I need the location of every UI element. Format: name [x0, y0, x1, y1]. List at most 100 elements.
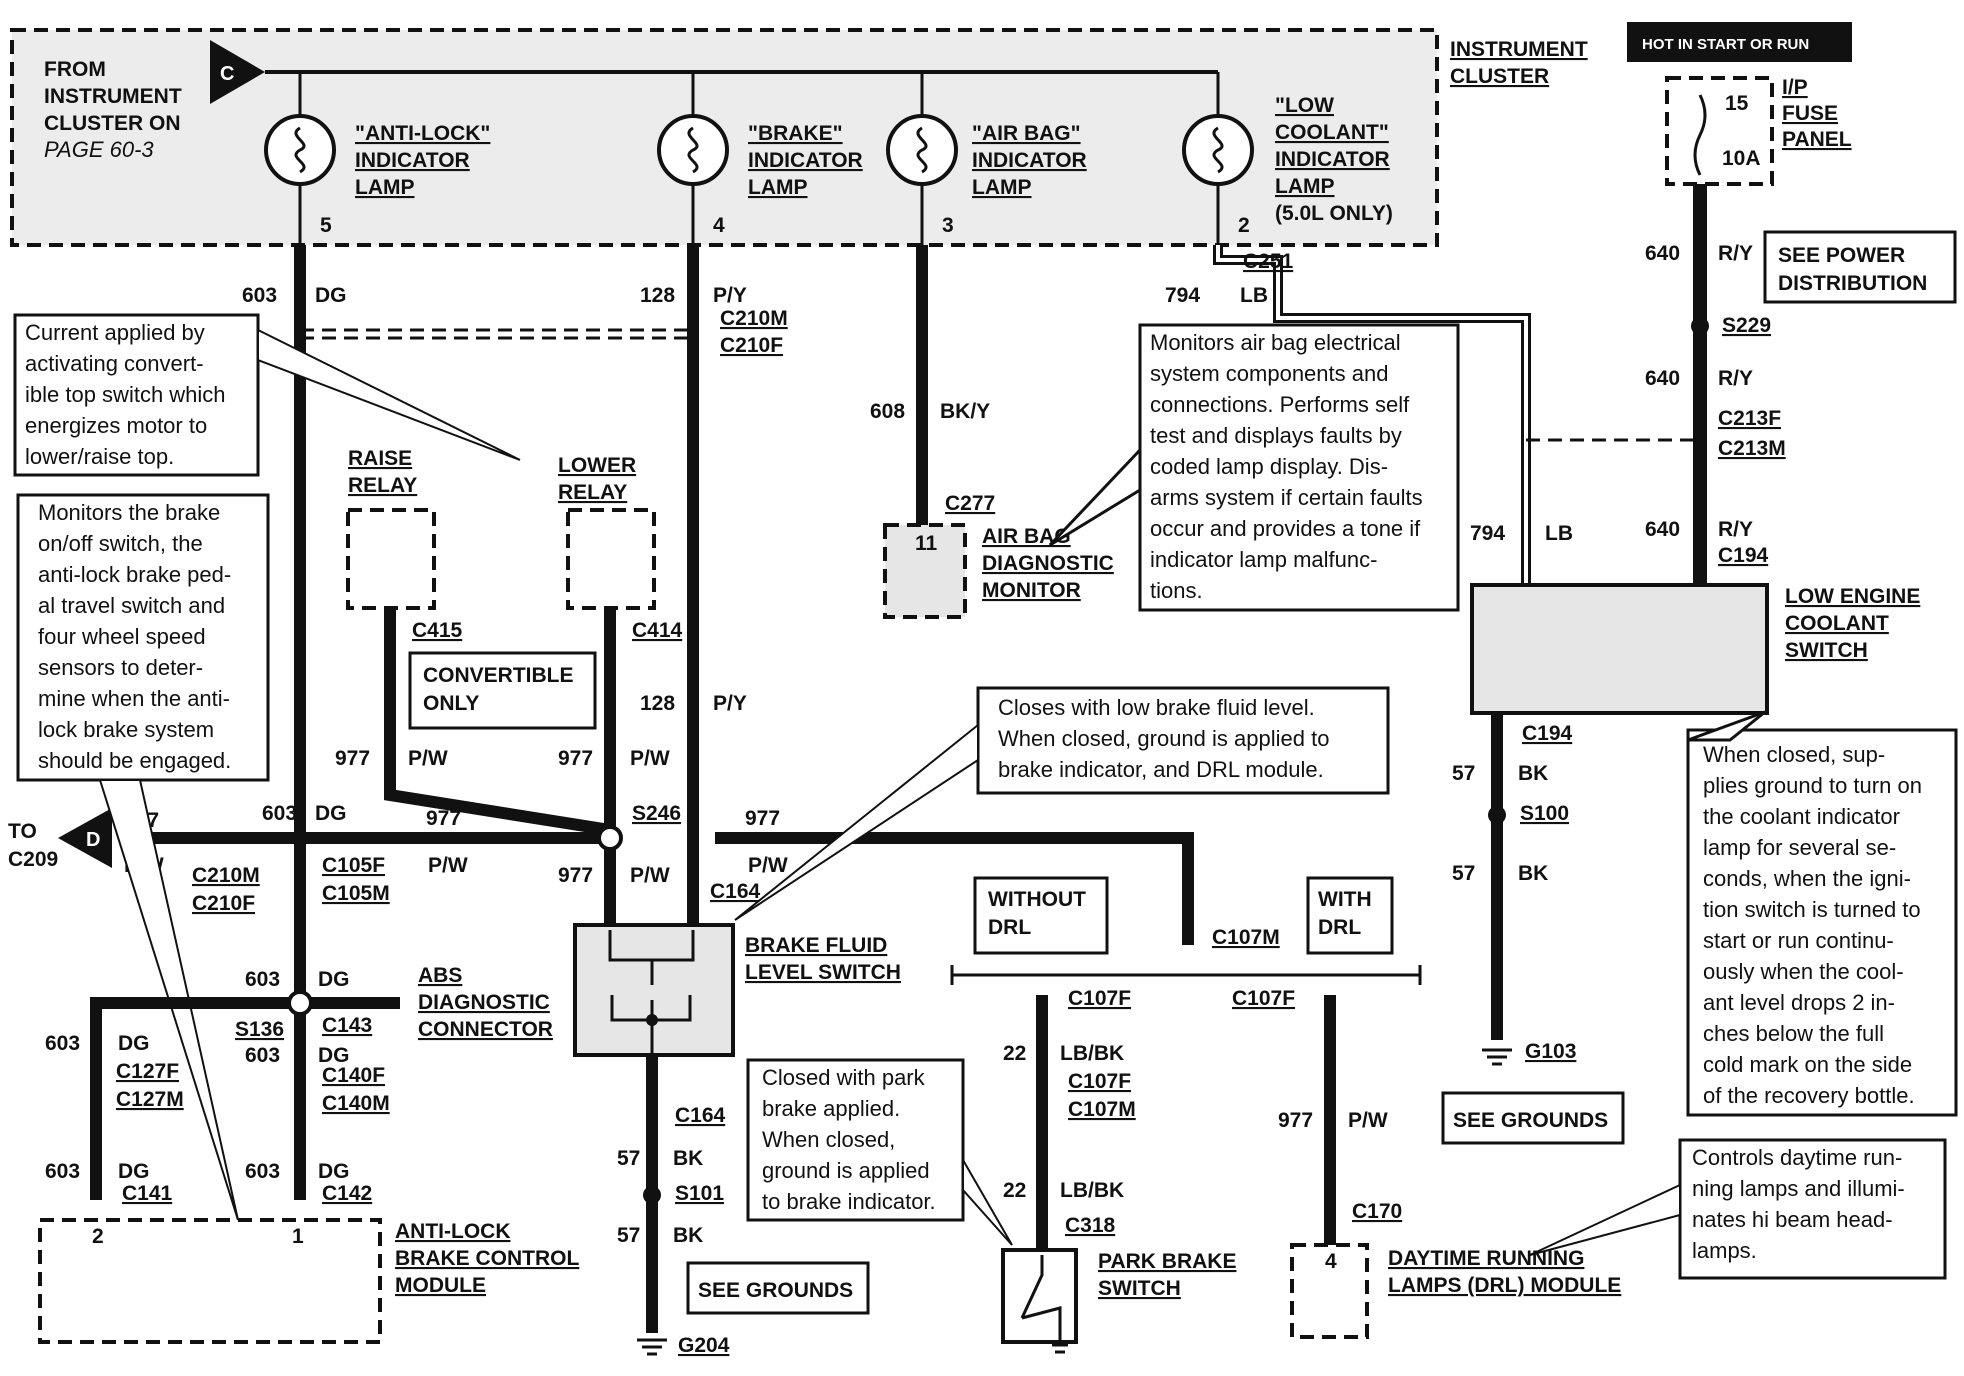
w977-bus-label: 977	[426, 807, 461, 830]
svg-text:should be engaged.: should be engaged.	[38, 748, 231, 773]
hot-in-start-box	[1627, 22, 1852, 62]
c213f-label: C213F	[1718, 407, 1781, 430]
c140f-label: C140F	[322, 1064, 385, 1087]
c194-bottom-label: C194	[1522, 722, 1573, 745]
svg-text:system components and: system components and	[1150, 361, 1388, 386]
svg-text:nates hi beam head-: nates hi beam head-	[1692, 1207, 1893, 1232]
svg-text:LAMP: LAMP	[748, 176, 808, 199]
air-bag-monitor-label-3: MONITOR	[982, 579, 1081, 602]
see-power-line-1: SEE POWER	[1778, 244, 1905, 267]
svg-text:test and displays faults by: test and displays faults by	[1150, 423, 1402, 448]
air-bag-pin: 11	[915, 532, 938, 555]
c127m-label: C127M	[116, 1088, 184, 1111]
lower-relay-label-1: LOWER	[558, 454, 636, 477]
abs-note-box	[16, 493, 270, 782]
c107f-drl-label: C107F	[1232, 987, 1295, 1010]
svg-text:cold mark on the side: cold mark on the side	[1703, 1052, 1912, 1077]
air-bag-monitor-label-1: AIR BAG	[982, 525, 1071, 548]
abs-pin-2: 2	[92, 1225, 104, 1248]
svg-text:energizes motor to: energizes motor to	[25, 413, 207, 438]
svg-text:Current applied by: Current applied by	[25, 320, 205, 345]
from-line-2: INSTRUMENT	[44, 85, 182, 108]
c107f-label-1: C107F	[1068, 987, 1131, 1010]
g103-label: G103	[1525, 1040, 1576, 1063]
svg-text:plies ground to turn on: plies ground to turn on	[1703, 773, 1922, 798]
w977-lower-label: 977	[558, 747, 593, 770]
fuse-panel-label-3: PANEL	[1782, 128, 1852, 151]
s229-label: S229	[1722, 314, 1771, 337]
abs-module-label-3: MODULE	[395, 1274, 486, 1297]
air-bag-monitor-box	[883, 523, 967, 619]
svg-text:tion switch is turned to: tion switch is turned to	[1703, 897, 1921, 922]
drl-module-box	[1290, 1243, 1369, 1339]
c210m-left-label: C210M	[192, 864, 260, 887]
svg-text:Closed with park: Closed with park	[762, 1065, 926, 1090]
s101-label: S101	[675, 1182, 724, 1205]
drl-note-box	[1678, 1138, 1947, 1280]
c164-top-label: C164	[710, 880, 761, 903]
raise-relay-box	[346, 508, 436, 610]
svg-text:coded lamp display. Dis-: coded lamp display. Dis-	[1150, 454, 1388, 479]
dg-c140-label: DG	[318, 1044, 350, 1067]
py-label-1: P/Y	[713, 284, 747, 307]
c277-label: C277	[945, 492, 995, 515]
w640-label-1: 640	[1645, 242, 1680, 265]
c140m-label: C140M	[322, 1092, 390, 1115]
wire-977-raise	[384, 608, 611, 836]
instrument-cluster-label-1: INSTRUMENT	[1450, 38, 1588, 61]
park-brake-switch-symbol	[1020, 1255, 1068, 1354]
w57-fluid-1: 57	[617, 1147, 640, 1170]
see-grounds-box-right	[1441, 1091, 1625, 1145]
dg-left-2: DG	[118, 1160, 150, 1183]
see-grounds-right-label: SEE GROUNDS	[1453, 1109, 1608, 1132]
w977-right-label: 977	[745, 807, 780, 830]
brake-fluid-label-2: LEVEL SWITCH	[745, 961, 901, 984]
svg-text:brake applied.: brake applied.	[762, 1096, 900, 1121]
c127f-label: C127F	[116, 1060, 179, 1083]
w603-left-1: 603	[45, 1032, 80, 1055]
bk-coolant-1: BK	[1518, 762, 1548, 785]
w794-label-2: 794	[1470, 522, 1505, 545]
svg-text:INDICATOR: INDICATOR	[1275, 148, 1390, 171]
pw-bus-label: P/W	[428, 854, 468, 877]
svg-text:ant level drops 2 in-: ant level drops 2 in-	[1703, 990, 1895, 1015]
w57-fluid-2: 57	[617, 1224, 640, 1247]
svg-text:the coolant indicator: the coolant indicator	[1703, 804, 1900, 829]
svg-text:LAMP: LAMP	[1275, 175, 1335, 198]
svg-text:LAMP: LAMP	[355, 176, 415, 199]
svg-text:lock brake system: lock brake system	[38, 717, 214, 742]
without-drl-label-2: DRL	[988, 916, 1031, 939]
svg-text:lamps.: lamps.	[1692, 1238, 1757, 1263]
low-coolant-lamp: "LOW COOLANT" INDICATOR LAMP (5.0L ONLY)…	[1182, 72, 1393, 245]
w603-s136-label: 603	[245, 968, 280, 991]
w794-label-1: 794	[1165, 284, 1200, 307]
abs-diag-label-2: DIAGNOSTIC	[418, 991, 550, 1014]
s136-label: S136	[235, 1018, 284, 1041]
svg-text:arms system if certain faults: arms system if certain faults	[1150, 485, 1423, 510]
air-bag-note-box	[1138, 323, 1460, 612]
hot-in-start-label: HOT IN START OR RUN	[1642, 36, 1809, 53]
w608-label: 608	[870, 400, 905, 423]
lb-label-2: LB	[1545, 522, 1573, 545]
g204-label: G204	[678, 1334, 730, 1357]
without-drl-box	[973, 876, 1109, 955]
abs-module-label-1: ANTI-LOCK	[395, 1220, 510, 1243]
dg-s136-label: DG	[318, 968, 350, 991]
w22-label-2: 22	[1003, 1179, 1026, 1202]
pw-drl-label: P/W	[1348, 1109, 1388, 1132]
c210m-label: C210M	[720, 307, 788, 330]
from-line-3: CLUSTER ON	[44, 112, 181, 135]
svg-text:INDICATOR: INDICATOR	[355, 149, 470, 172]
svg-text:When closed, ground is applied: When closed, ground is applied to	[998, 726, 1329, 751]
svg-text:indicator lamp malfunc-: indicator lamp malfunc-	[1150, 547, 1377, 572]
py-label-2: P/Y	[713, 692, 747, 715]
splice-s136	[287, 990, 313, 1016]
svg-text:brake indicator, and DRL modul: brake indicator, and DRL module.	[998, 757, 1324, 782]
drl-module-label-2: LAMPS (DRL) MODULE	[1388, 1274, 1621, 1297]
drl-module-label-1: DAYTIME RUNNING	[1388, 1247, 1584, 1270]
svg-text:"LOW: "LOW	[1275, 94, 1334, 117]
dg-label-1: DG	[315, 284, 347, 307]
abs-diag-label-1: ABS	[418, 964, 462, 987]
c210f-left-label: C210F	[192, 892, 255, 915]
